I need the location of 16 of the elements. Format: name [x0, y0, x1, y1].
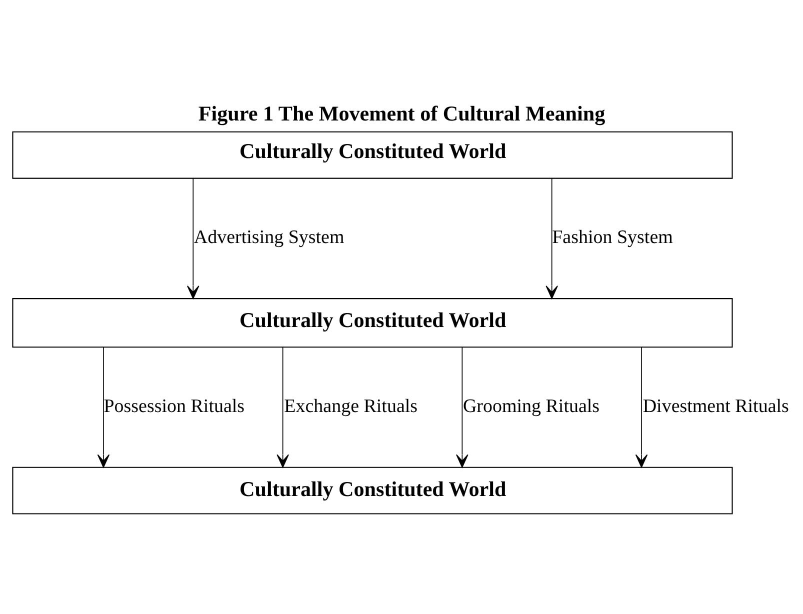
arrow	[276, 346, 289, 468]
node-box: Culturally Constituted World	[12, 298, 733, 348]
arrow	[187, 178, 200, 299]
arrow	[635, 346, 648, 468]
arrow	[456, 346, 468, 468]
edge-label: Advertising System	[194, 227, 344, 248]
edge-label: Grooming Rituals	[462, 396, 600, 417]
diagram-title: Figure 1 The Movement of Cultural Meaning	[198, 101, 606, 126]
edge-label: Divestment Rituals	[642, 396, 789, 417]
edge-label: Fashion System	[552, 227, 673, 248]
edge-label: Possession Rituals	[104, 396, 245, 417]
arrow	[97, 346, 110, 468]
edge-label: Exchange Rituals	[284, 396, 418, 417]
node-box: Culturally Constituted World	[12, 466, 733, 514]
node-box: Culturally Constituted World	[12, 131, 733, 179]
arrow	[546, 178, 558, 299]
